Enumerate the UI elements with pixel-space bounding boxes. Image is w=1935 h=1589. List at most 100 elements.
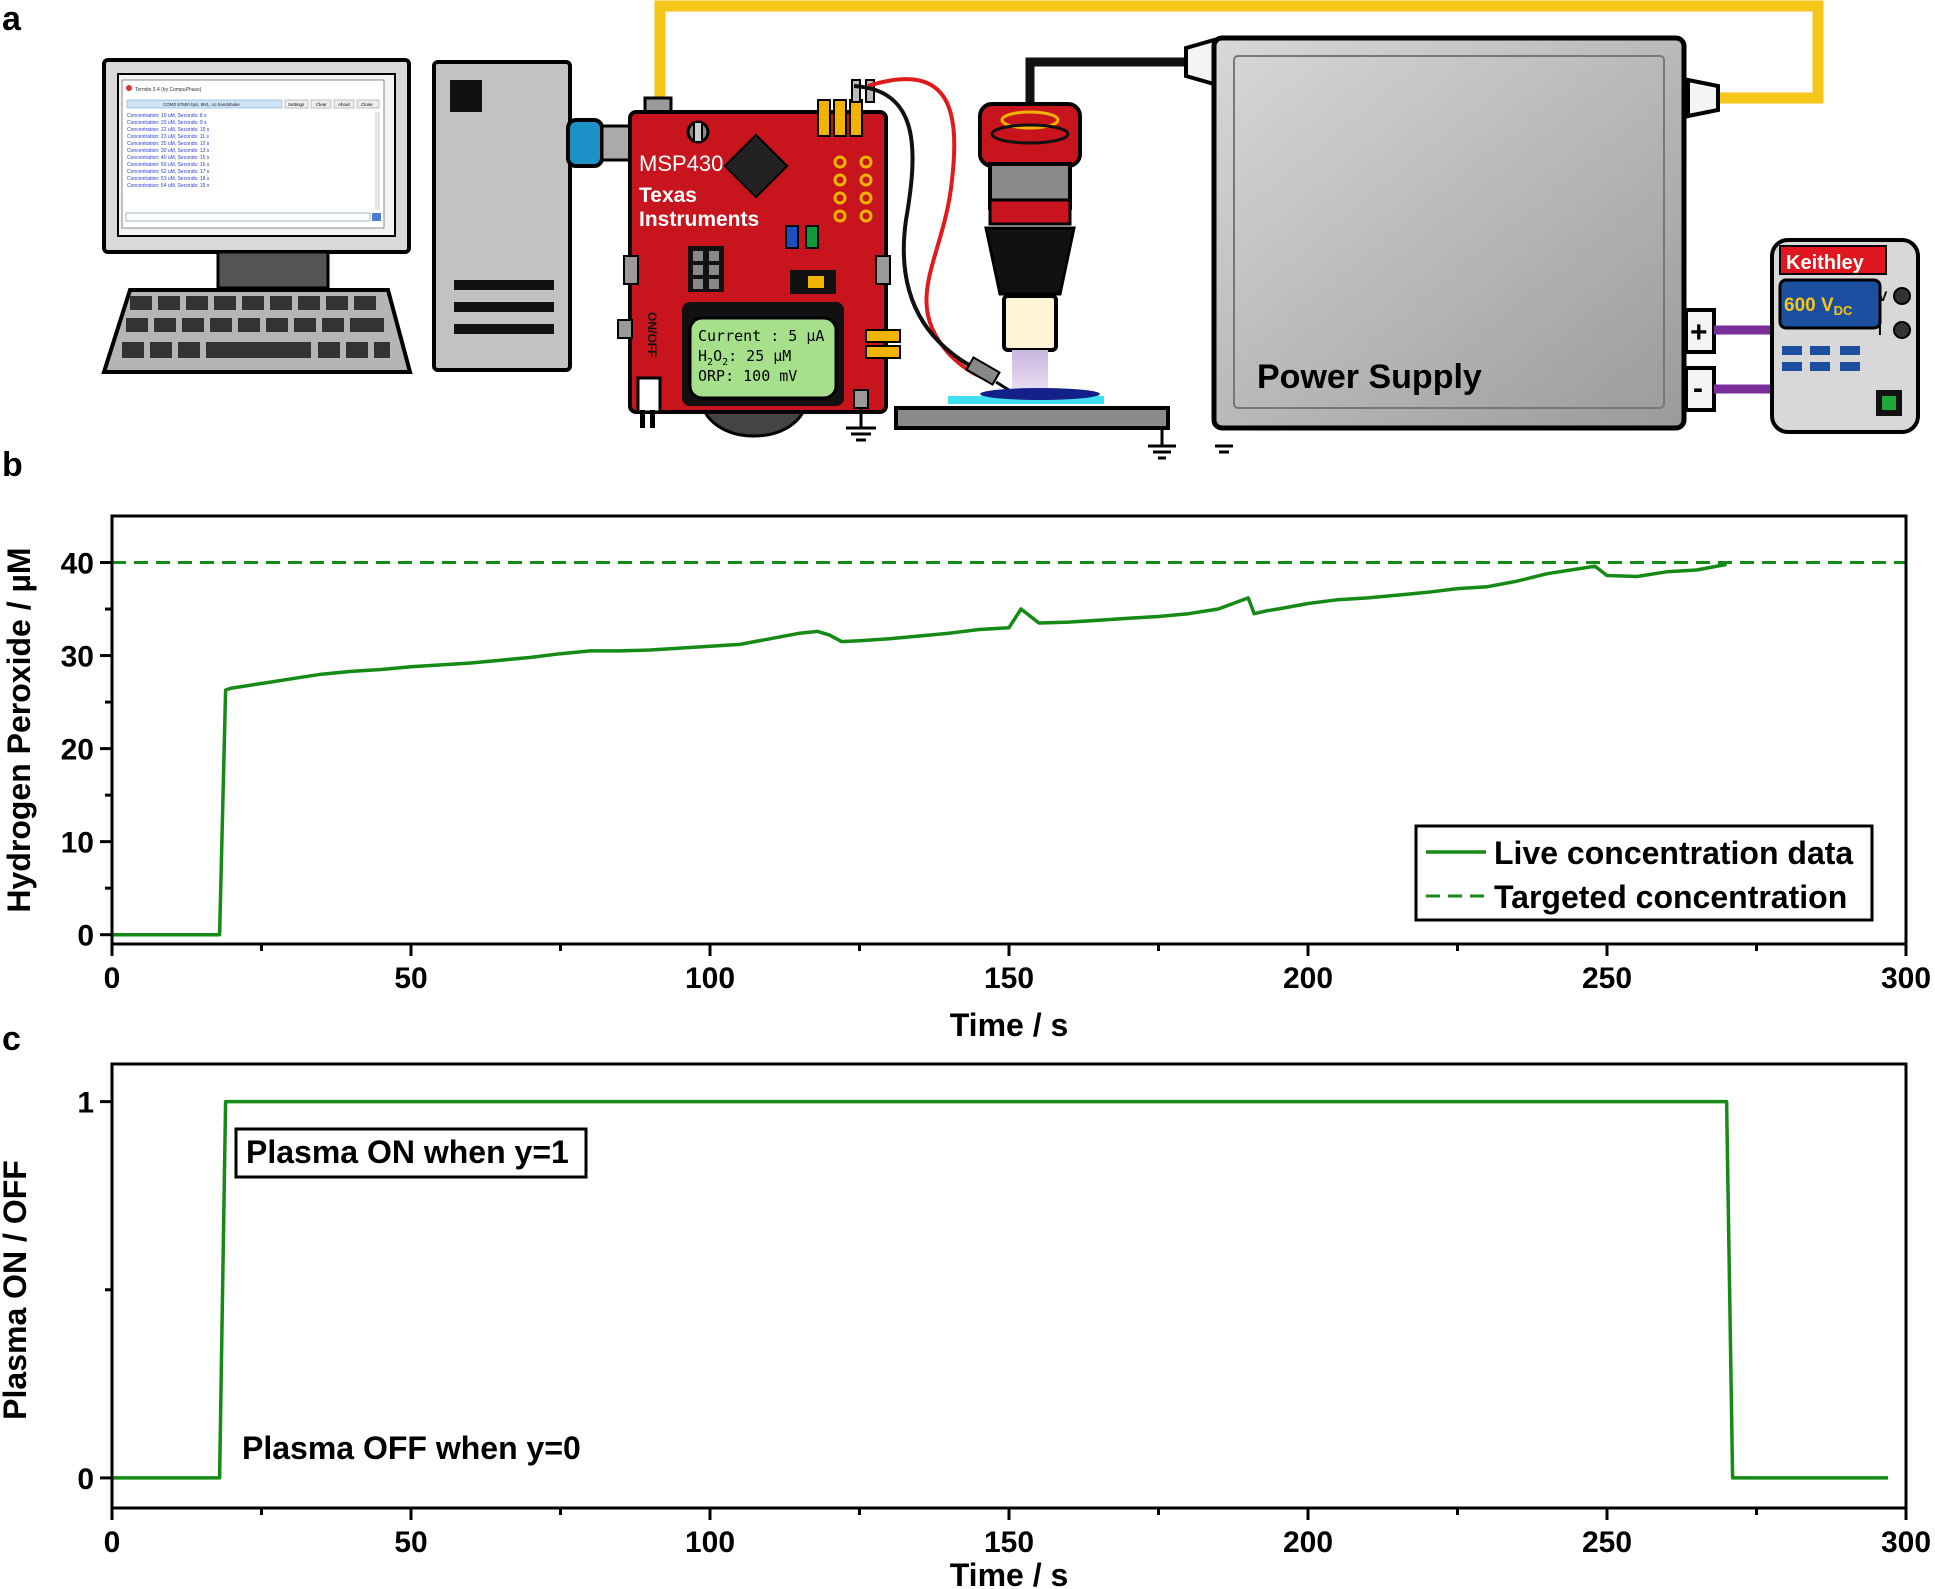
x-tick-label: 100 [685,1526,735,1559]
x-axis-title: Time / s [950,1007,1069,1043]
switch-icon [808,276,824,288]
minus-terminal-label: - [1693,372,1703,405]
chart-b-series-line [112,562,1727,937]
annotation-plasma-off: Plasma OFF when y=0 [242,1430,581,1466]
y-tick-label: 0 [77,920,94,953]
keyboard-keys [122,296,390,358]
legend-label: Live concentration data [1494,835,1853,871]
settings-button[interactable]: Settings [288,102,305,107]
terminal-title: Termite 3.4 (by CompuPhase) [135,87,202,93]
x-tick-label: 50 [394,1526,427,1559]
power-switch-label: ON/OFF [645,312,659,357]
y-tick-label: 30 [61,641,94,674]
meter-brand: Keithley [1786,252,1865,274]
port-status-box [126,99,283,109]
power-supply: Power Supply + - [1184,35,1720,431]
hv-terminal-left [1184,37,1216,87]
chip-label: MSP430 [639,151,723,176]
lcd-h2o2: H2O2: 25 µM [698,347,791,368]
voltage-label: V [1878,288,1888,304]
plasma-jet-icon [894,57,1190,460]
legend-box [1414,824,1874,922]
voltage-jack-icon [1893,287,1911,305]
hv-terminal-right [1686,77,1720,119]
y-tick-label: 0 [77,1463,94,1496]
plus-terminal-label: + [1690,316,1708,349]
y-tick-label: 1 [77,1087,94,1120]
header-pins-icon [817,79,875,137]
log-line: Concentration: 30 uM, Seconds: 13 s [127,148,210,154]
y-tick-label: 20 [61,734,94,767]
log-line: Concentration: 50 uM, Seconds: 16 s [127,162,210,168]
chart-b-legend: Live concentration data Targeted concent… [1414,824,1874,922]
power-led-icon [1882,396,1896,410]
meter-reading: 600 VDC [1784,295,1853,318]
close-button[interactable]: Close [361,102,373,107]
x-tick-label: 300 [1881,1526,1931,1559]
legend-label: Targeted concentration [1494,879,1847,915]
sample-liquid [948,396,1104,404]
y-axis-title: Hydrogen Peroxide / µM [1,547,37,912]
lcd-current: Current : 5 µA [698,327,824,345]
chart-b-marks [112,561,1906,937]
computer-tower-icon [432,60,572,372]
brand-line-2: Instruments [639,208,759,231]
log-line: Concentration: 52 uM, Seconds: 17 s [127,169,210,175]
terminal-input[interactable] [125,212,371,222]
msp430-board: MSP430 Texas Instruments ON [617,79,901,442]
x-tick-label: 0 [104,1526,121,1559]
yellow-wire [654,0,1824,104]
chart-c-series-line [112,1099,1889,1480]
x-tick-label: 100 [685,962,735,995]
stage-ground-icon [1148,428,1176,460]
x-tick-label: 150 [984,1526,1034,1559]
red-probe-wire [867,77,991,382]
x-tick-label: 200 [1283,962,1333,995]
lcd-orp: ORP: 100 mV [698,367,797,385]
jumper-block-icon [688,246,724,292]
chart-c-frame [110,1062,1908,1510]
log-line: Concentration: 20 uM, Seconds: 9 s [127,120,207,126]
probe-connector-icon [865,329,901,359]
annotation-on-box [234,1127,588,1179]
x-tick-label: 0 [104,962,121,995]
annotation-plasma-on: Plasma ON when y=1 [246,1134,569,1170]
x-tick-label: 200 [1283,1526,1333,1559]
app-icon [126,85,132,91]
chart-c-marks [112,1099,1889,1480]
via-pads [833,155,873,223]
green-led-icon [805,225,819,249]
panel-letter-a: a [2,0,22,38]
log-line: Concentration: 25 uM, Seconds: 12 s [127,141,210,147]
current-label: I [1878,322,1882,338]
board-ground-icon [846,408,876,442]
usb-plug-icon [566,118,634,168]
power-supply-label: Power Supply [1257,358,1482,396]
log-line: Concentration: 10 uM, Seconds: 8 s [127,113,207,119]
about-button[interactable]: About [338,102,351,107]
x-tick-label: 150 [984,962,1034,995]
clear-button[interactable]: Clear [316,102,327,107]
y-tick-label: 40 [61,548,94,581]
panel-letter-c: c [2,1020,21,1058]
black-probe-wire [853,84,979,372]
sample-stage [894,406,1170,430]
panel-letter-b: b [2,446,23,484]
plasma-plume [1012,350,1048,390]
chart-b-frame [110,514,1908,946]
meter-buttons [1782,346,1860,371]
current-jack-icon [1893,321,1911,339]
terminal-scrollbar[interactable] [375,112,380,210]
board-lcd: Current : 5 µA H2O2: 25 µM ORP: 100 mV [682,302,844,406]
x-tick-label: 250 [1582,962,1632,995]
plus-terminal [1684,308,1716,354]
send-button[interactable] [372,213,381,221]
keithley-meter: Keithley 600 VDC V I [1770,238,1920,434]
log-line: Concentration: 23 uM, Seconds: 11 s [127,134,209,140]
x-axis-title: Time / s [950,1557,1069,1589]
